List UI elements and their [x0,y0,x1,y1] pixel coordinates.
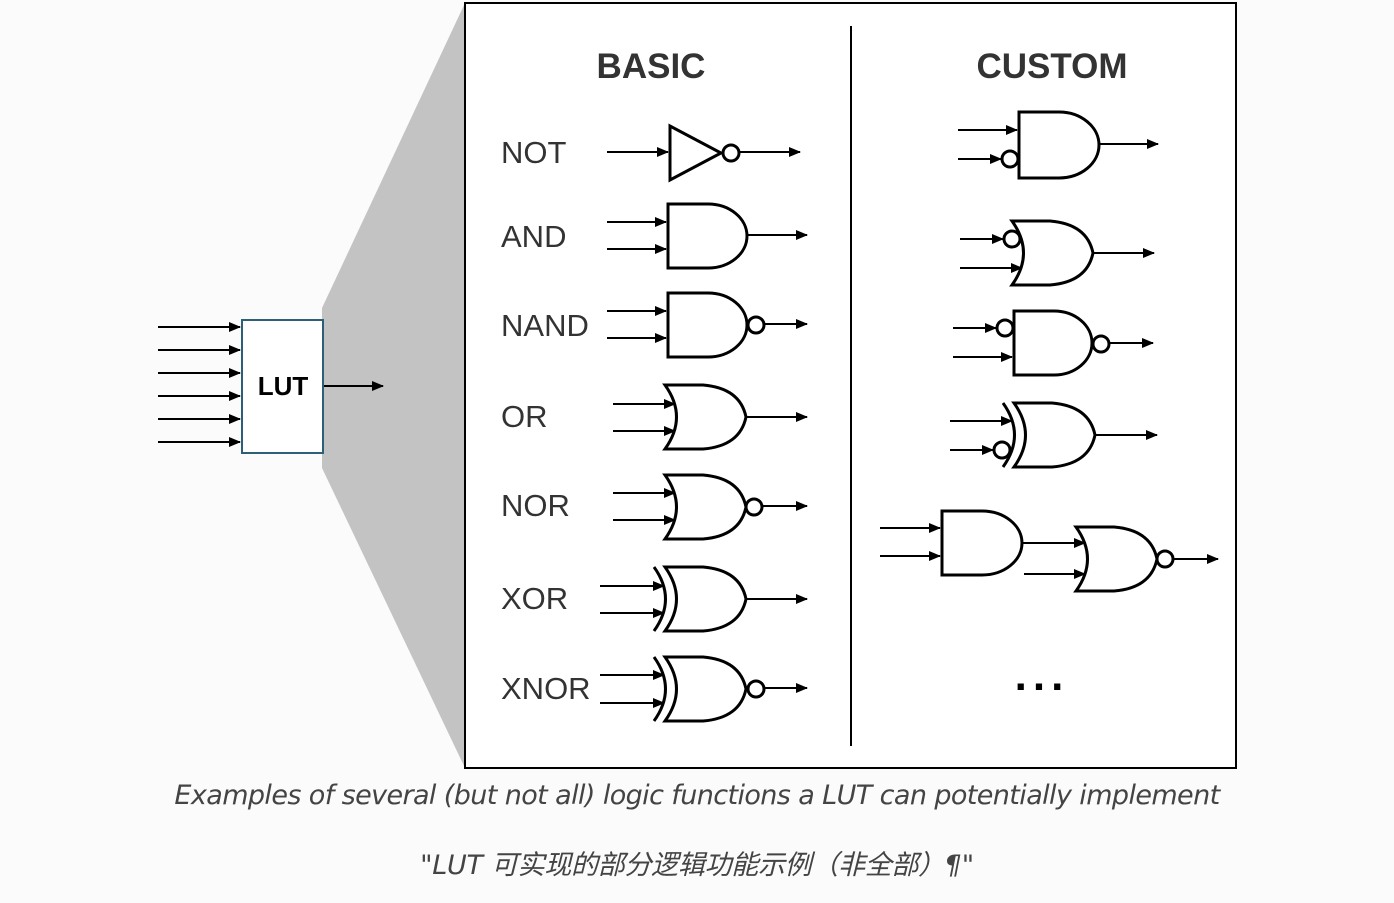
gate-label-or: OR [501,399,548,434]
gate-label-xor: XOR [501,581,568,616]
gate-label-xnor: XNOR [501,671,591,706]
gate-label-and: AND [501,219,566,254]
nor-gate-symbol [613,473,808,541]
not-gate-symbol [607,123,801,183]
gate-label-not: NOT [501,135,567,170]
custom-gate-5-symbol [880,509,1219,593]
gate-label-nor: NOR [501,488,570,523]
custom-gate-2-symbol [960,219,1155,287]
custom-header: CUSTOM [976,47,1127,86]
basic-header: BASIC [597,47,706,86]
xnor-gate-symbol [600,655,808,723]
caption-english: Examples of several (but not all) logic … [174,780,1220,811]
nand-gate-symbol [607,291,808,359]
lut-label: LUT [258,371,309,401]
custom-gate-3-symbol [953,309,1154,377]
custom-gate-1-symbol [958,110,1159,180]
lut-inputs [158,322,241,447]
xor-gate-symbol [600,565,808,633]
lut-block [241,319,324,454]
gate-label-nand: NAND [501,308,589,343]
and-gate-symbol [607,202,808,270]
caption-chinese: "LUT 可实现的部分逻辑功能示例（非全部）¶" [420,850,974,881]
custom-more-ellipsis: ... [1015,651,1070,700]
custom-gate-4-symbol [950,401,1158,469]
zoom-funnel [322,3,465,768]
or-gate-symbol [613,383,808,451]
